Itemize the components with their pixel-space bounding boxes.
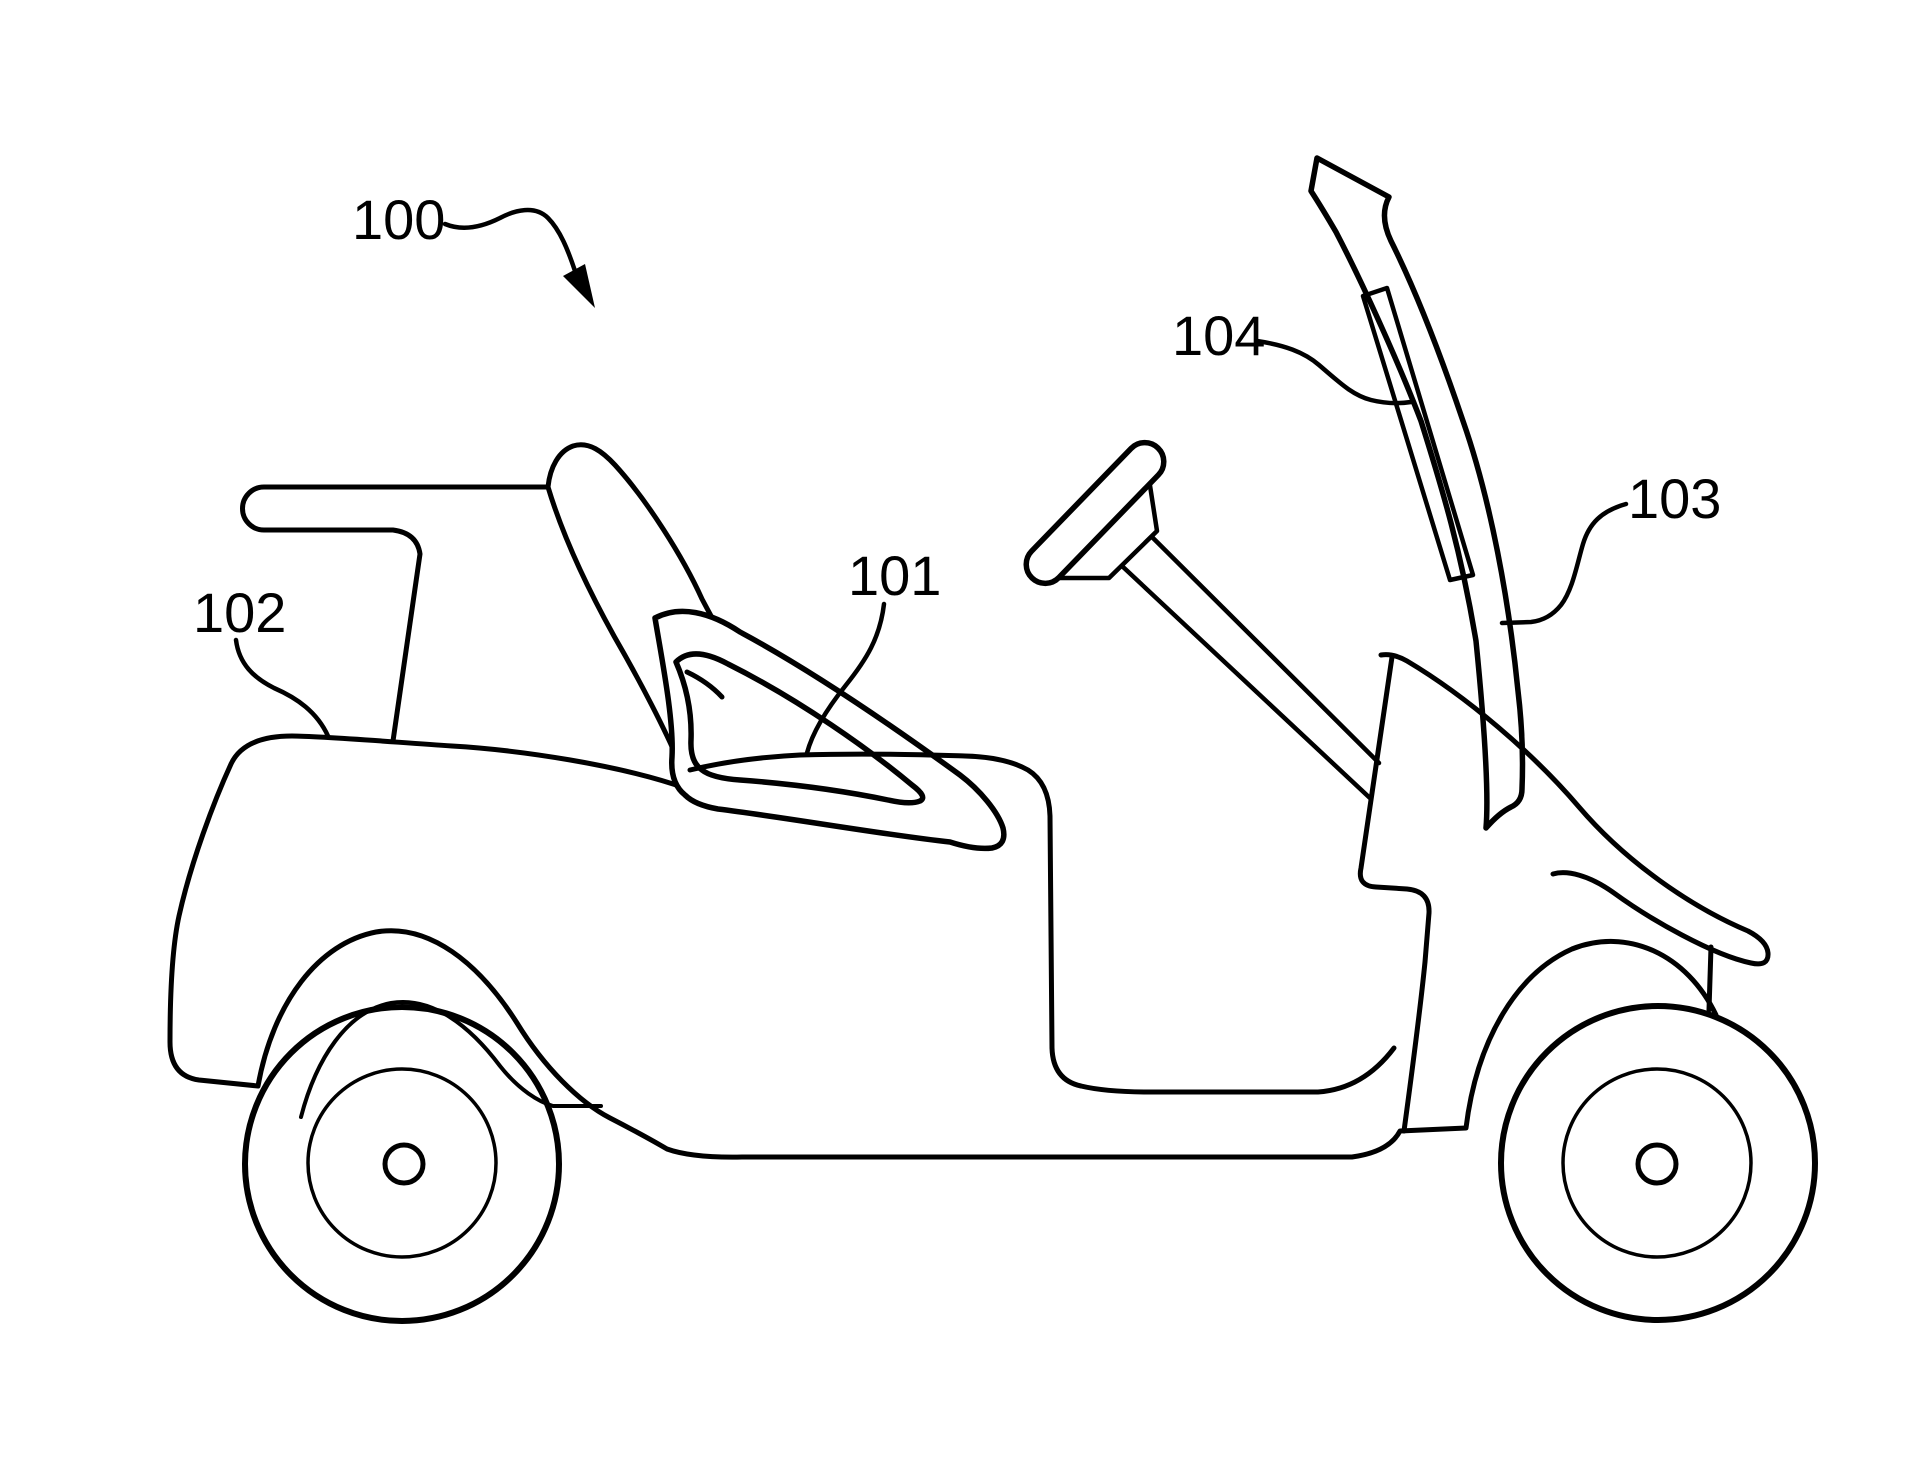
armrest-ring-path — [652, 608, 1007, 852]
rear-rim — [306, 1067, 498, 1259]
rear-rail-path — [240, 484, 551, 744]
hood-nose-path — [1378, 652, 1771, 967]
seat-edge-fragment — [684, 669, 725, 700]
reference-label-102: 102 — [193, 581, 286, 644]
leader-102 — [233, 637, 331, 739]
reference-label-101: 101 — [848, 544, 941, 607]
front-rim — [1561, 1067, 1753, 1259]
nose-connector-path — [1706, 944, 1714, 1013]
leader-100 — [442, 207, 578, 274]
leader-101 — [804, 601, 887, 756]
reference-label-104: 104 — [1172, 304, 1265, 367]
arrowhead-100 — [563, 264, 595, 308]
reference-label-103: 103 — [1628, 467, 1721, 530]
body-outline-path — [167, 733, 1719, 1160]
floor-step-path — [687, 751, 1397, 1095]
front-hub — [1635, 1142, 1679, 1186]
front-tire — [1498, 1003, 1818, 1323]
windshield-pillar-path — [1308, 155, 1526, 831]
leader-104 — [1254, 338, 1414, 406]
rear-tire — [242, 1004, 562, 1324]
windshield-bracket-path — [1360, 285, 1476, 583]
rear-hub — [382, 1142, 426, 1186]
steering-wheel-path — [1023, 439, 1167, 587]
seat-back-right-edge — [545, 442, 723, 635]
steering-column-path — [1119, 534, 1382, 802]
reference-label-100: 100 — [352, 188, 445, 251]
dash-cowl-path — [1357, 654, 1432, 1134]
leader-103 — [1499, 501, 1629, 626]
